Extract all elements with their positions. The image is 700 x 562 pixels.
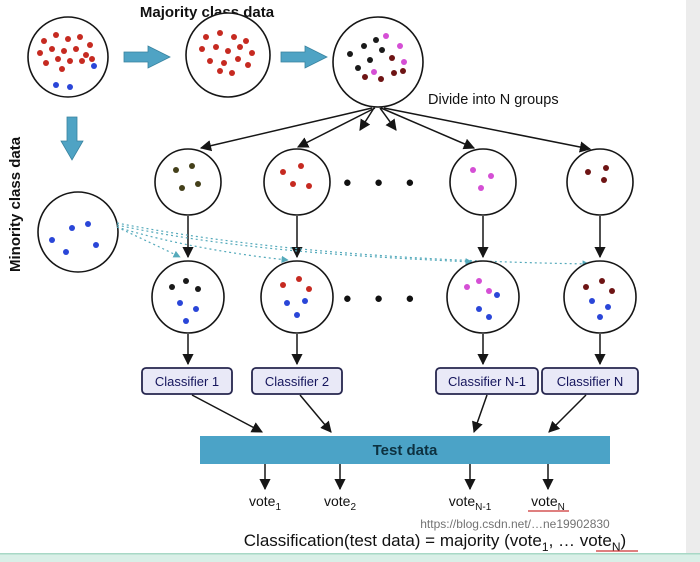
training-n1-circle <box>446 260 520 334</box>
testdata-to-vote-arrows <box>259 464 554 491</box>
group-n1-circle <box>449 148 517 216</box>
watermark-text: https://blog.csdn.net/…ne19902830 <box>420 517 610 531</box>
minority-resample-lines <box>116 222 590 268</box>
grouped-circle-black-dots <box>347 37 385 71</box>
footer-strip-edge <box>0 553 700 555</box>
training-n-majority-dots <box>583 278 615 294</box>
page-margin <box>686 0 700 562</box>
group-n-circle <box>566 148 634 216</box>
majority-data-circle <box>185 12 271 98</box>
training-2-minority-dots <box>284 298 308 318</box>
groups-ellipsis: ● ● ● <box>343 174 424 191</box>
majority-data-dots <box>199 30 255 76</box>
group-1-circle <box>154 148 222 216</box>
full-dataset-circle <box>27 16 109 98</box>
training-1-minority-dots <box>177 300 199 324</box>
training-to-classifier-arrows <box>182 334 606 366</box>
training-n-circle <box>563 260 637 334</box>
full-dataset-minority-dots <box>53 63 97 90</box>
group-2-circle <box>263 148 331 216</box>
training-2-circle <box>260 260 334 334</box>
group-n-dots <box>585 165 609 183</box>
training-n1-majority-dots <box>464 278 492 294</box>
training-ellipsis: ● ● ● <box>343 290 424 307</box>
vote-n1-label: voteN-1 <box>449 493 492 513</box>
arrow-majority-1 <box>123 45 171 69</box>
test-data-bar <box>200 436 610 464</box>
grouped-majority-circle <box>332 16 424 108</box>
classifier-boxes: Classifier 1 Classifier 2 Classifier N-1… <box>141 367 639 395</box>
classifier-2-box <box>251 367 343 395</box>
classifier-to-testdata-arrows <box>191 394 587 434</box>
minority-class-label: Minority class data <box>7 136 24 272</box>
vote-2-label: vote2 <box>324 493 356 513</box>
classifier-n-label: Classifier N <box>557 374 623 389</box>
classifier-1-box <box>141 367 233 395</box>
group-2-dots <box>280 163 312 189</box>
minority-data-circle <box>37 191 119 273</box>
classifier-n1-box <box>435 367 539 395</box>
flow-block-arrows <box>60 45 328 161</box>
minority-data-dots <box>49 221 99 255</box>
classification-formula: Classification(test data) = majority (vo… <box>244 531 626 554</box>
classifier-n1-label: Classifier N-1 <box>448 374 526 389</box>
arrow-minority-down <box>60 116 84 161</box>
training-2-majority-dots <box>280 276 312 292</box>
classifier-2-label: Classifier 2 <box>265 374 329 389</box>
classifier-1-label: Classifier 1 <box>155 374 219 389</box>
vote-1-label: vote1 <box>249 493 281 513</box>
arrow-majority-2 <box>280 45 328 69</box>
training-1-circle <box>151 260 225 334</box>
training-n1-minority-dots <box>476 292 500 320</box>
vote-n-label: voteN <box>531 493 565 513</box>
full-dataset-majority-dots <box>37 32 95 72</box>
grouped-circle-darkred-dots <box>362 55 406 82</box>
training-1-majority-dots <box>169 278 201 292</box>
test-data-label: Test data <box>373 442 438 459</box>
training-n-minority-dots <box>589 298 611 320</box>
divide-into-groups-label: Divide into N groups <box>428 92 559 108</box>
divide-fan-arrows <box>199 107 592 153</box>
footer-strip <box>0 554 700 562</box>
group-1-dots <box>173 163 201 191</box>
grouped-circle-magenta-dots <box>371 33 407 75</box>
classifier-n-box <box>541 367 639 395</box>
group-to-training-arrows <box>182 216 606 259</box>
group-n1-dots <box>470 167 494 191</box>
